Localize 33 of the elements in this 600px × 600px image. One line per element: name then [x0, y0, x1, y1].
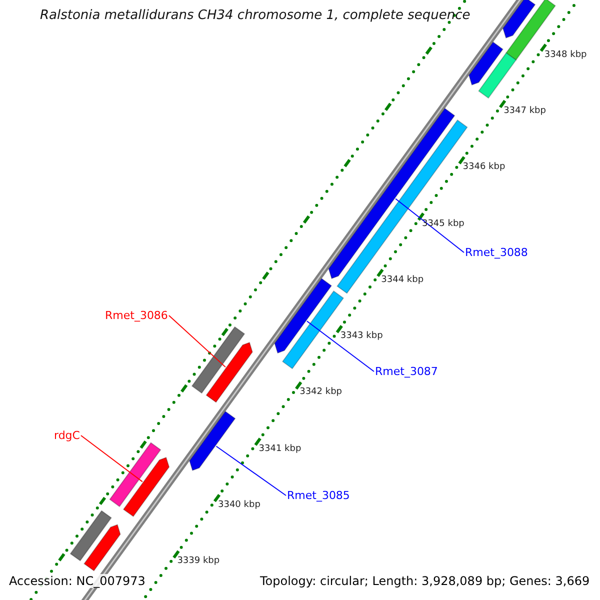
gene-label: Rmet_3088: [465, 246, 528, 259]
gene-block: [122, 456, 170, 518]
gene-block: [191, 326, 246, 394]
gene-block: [70, 510, 112, 562]
scale-label: 3346 kbp: [462, 162, 506, 172]
scale-label: 3348 kbp: [544, 50, 587, 60]
gene-block: [109, 442, 162, 508]
gene-label: Rmet_3086: [105, 309, 168, 322]
leader-line: [216, 446, 286, 496]
accession-text: Accession: NC_007973: [9, 574, 146, 588]
scale-label: 3341 kbp: [258, 444, 302, 454]
gene-label: Rmet_3085: [287, 489, 350, 502]
scale-label: 3347 kbp: [504, 106, 546, 116]
scale-label: 3339 kbp: [177, 556, 220, 566]
gene-block: [274, 278, 332, 354]
leader-line: [168, 315, 226, 368]
gene-block: [502, 0, 536, 39]
scale-label: 3342 kbp: [300, 387, 342, 398]
gene-block: [84, 524, 121, 572]
scale-label: 3344 kbp: [381, 274, 424, 285]
gene-block: [468, 41, 504, 86]
leader-line: [80, 435, 143, 482]
gene-label: Rmet_3087: [375, 365, 438, 378]
gene-block: [478, 52, 517, 99]
diagram-title: Ralstonia metallidurans CH34 chromosome 1, complete sequence: [40, 8, 470, 23]
leader-line: [395, 198, 464, 253]
gene-block: [189, 410, 236, 472]
leader-line: [306, 320, 374, 372]
gene-block: [206, 342, 253, 403]
scale-label: 3343 kbp: [340, 331, 383, 342]
gene-label: rdgC: [54, 429, 80, 442]
genome-summary-text: Topology: circular; Length: 3,928,089 bp; Genes: 3,669: [260, 574, 590, 588]
scale-label: 3340 kbp: [218, 500, 260, 510]
